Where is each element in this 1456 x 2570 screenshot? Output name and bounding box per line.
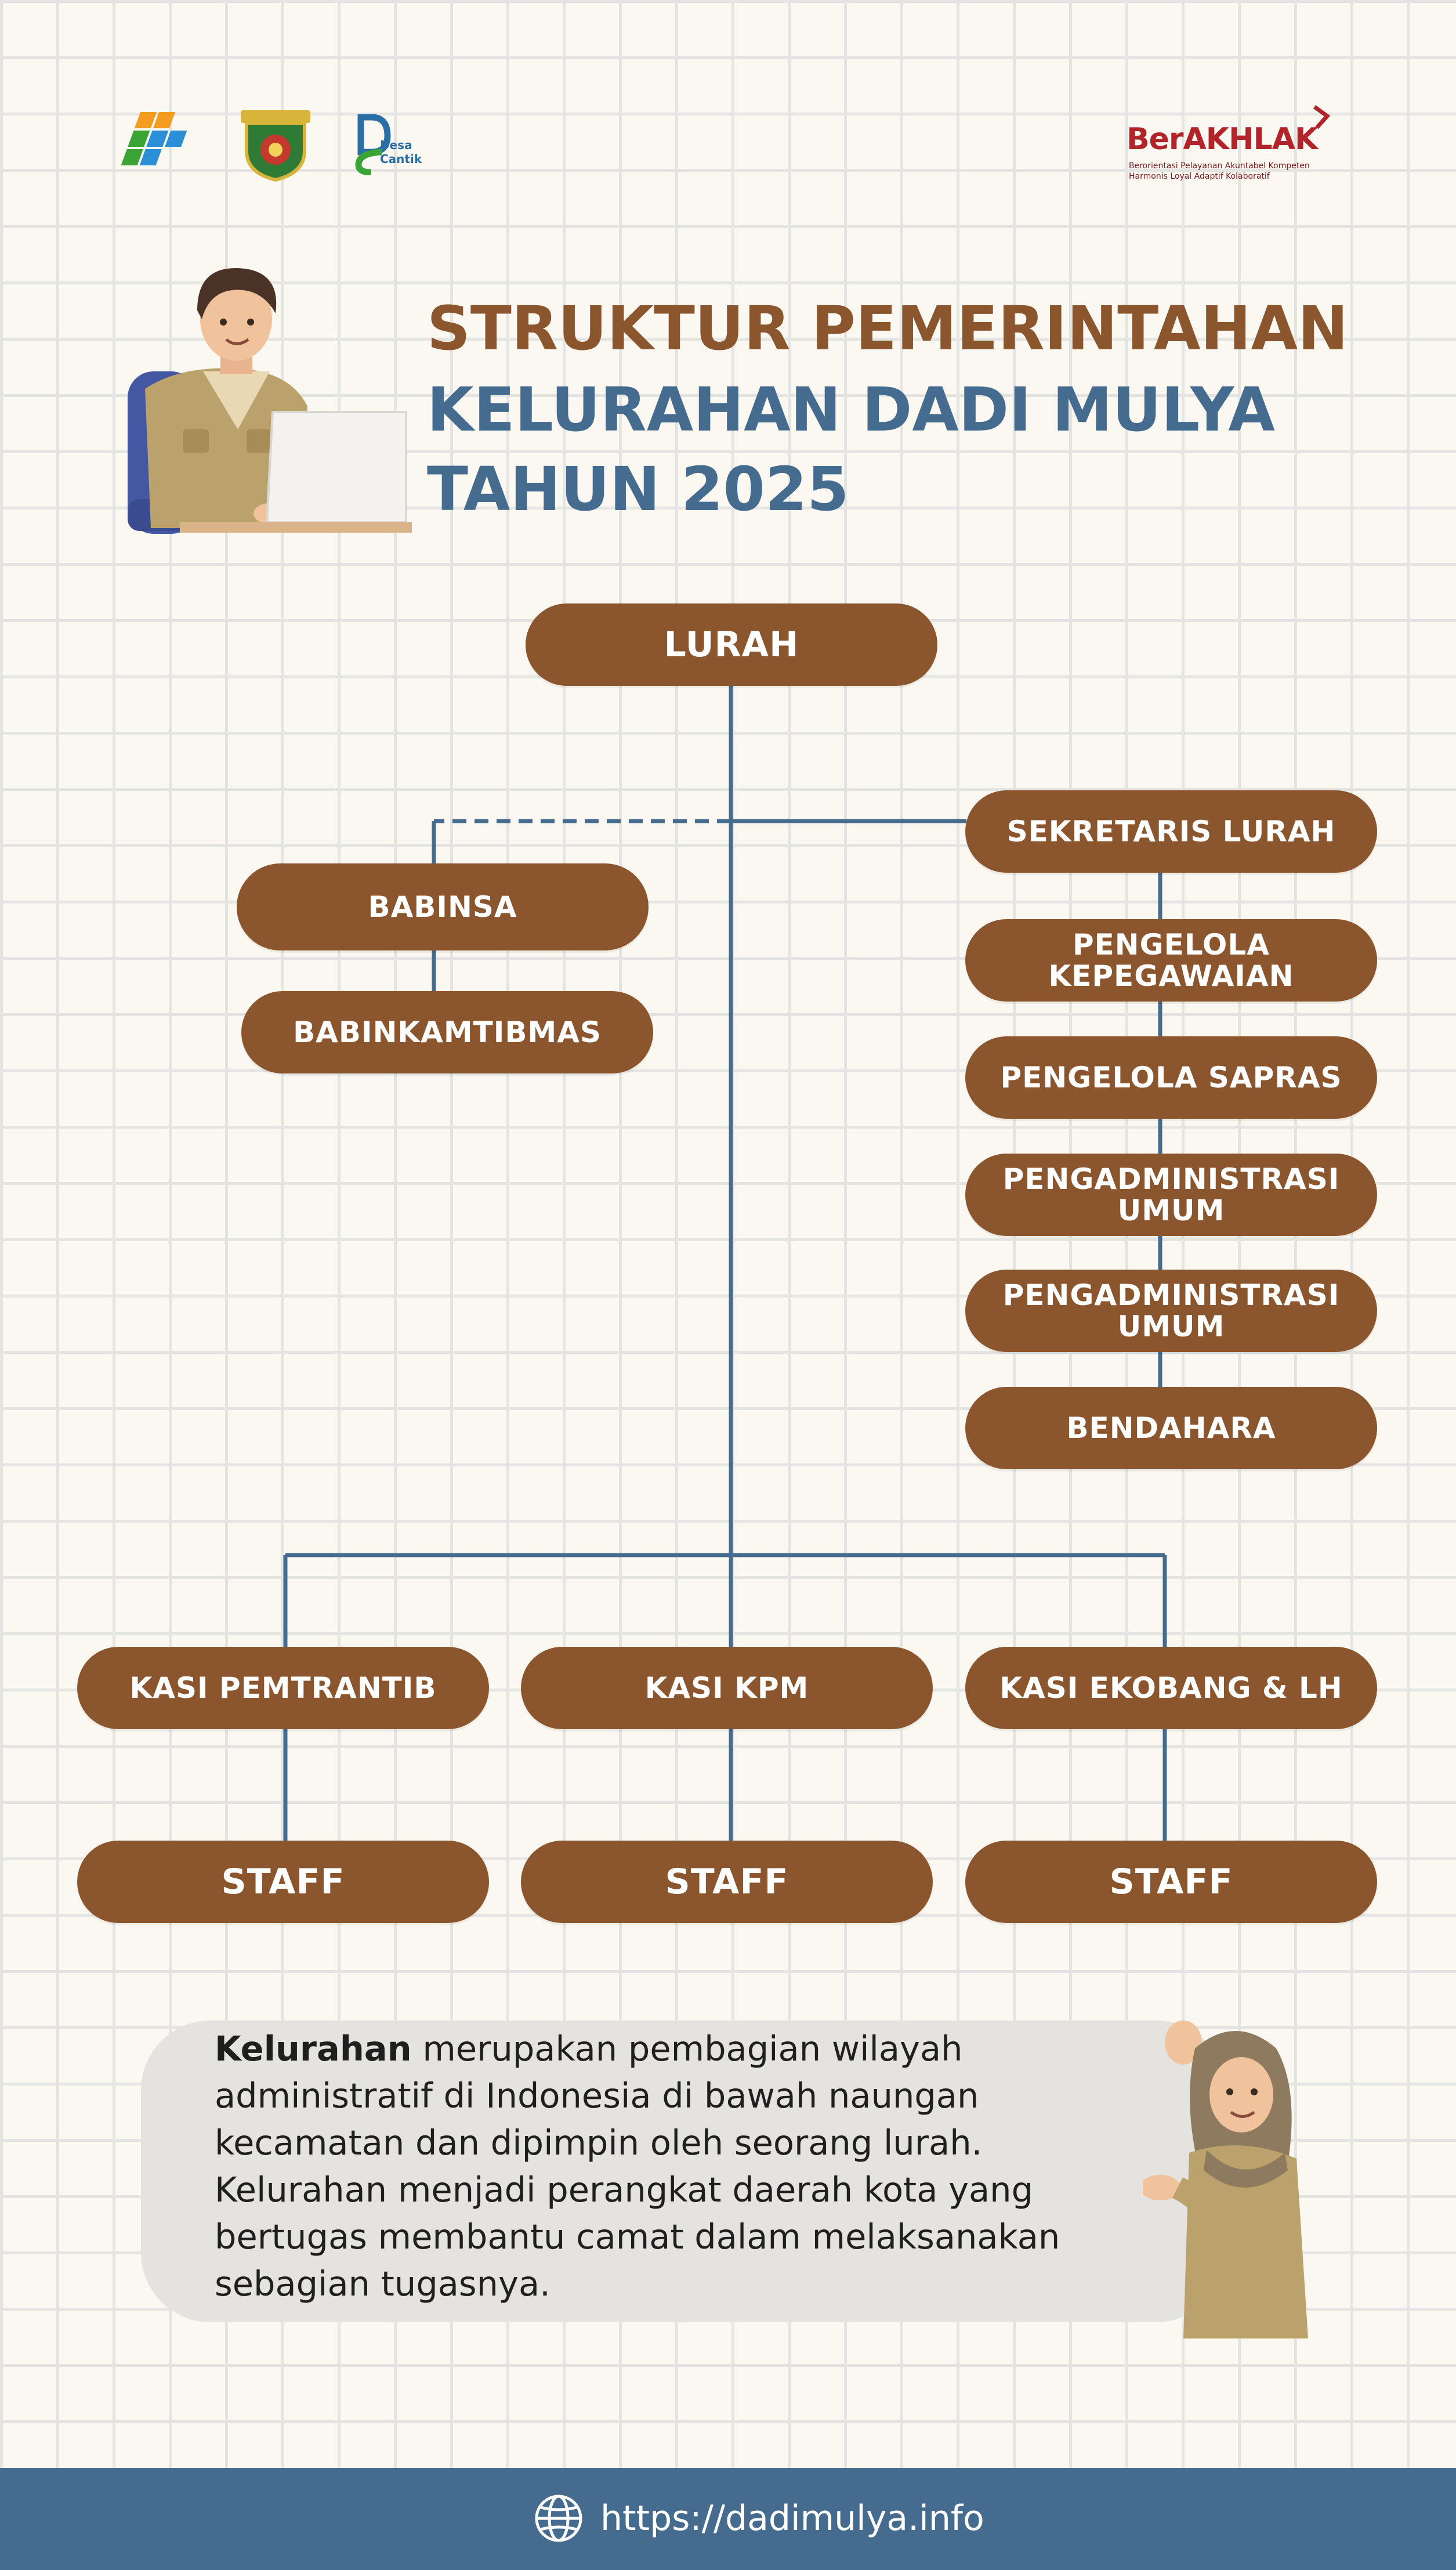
node-lurah: LURAH [526,603,937,686]
node-staff-ekobang-label: STAFF [1109,1861,1233,1902]
node-staff-kpm-label: STAFF [665,1861,789,1902]
berakhlak-subtitle-2: Harmonis Loyal Adaptif Kolaboratif [1129,172,1270,181]
node-kasi-ekobang-lh-label: KASI EKOBANG & LH [999,1671,1343,1705]
female-official-illustration [1143,2020,1308,2338]
node-babinkamtibmas: BABINKAMTIBMAS [241,991,653,1073]
node-staff-kpm: STAFF [521,1841,933,1923]
berakhlak-subtitle-1: Berorientasi Pelayanan Akuntabel Kompete… [1129,161,1310,171]
globe-icon [535,2495,582,2542]
desa-cantik-label-2: Cantik [380,152,422,166]
node-pengelola-kepegawaian-label-1: PENGELOLA [1073,928,1270,962]
node-babinkamtibmas-label: BABINKAMTIBMAS [293,1015,602,1049]
info-text: Kelurahan merupakan pembagian wilayah ad… [215,2025,1154,2307]
page-title-line-3: TAHUN 2025 [427,454,849,525]
node-pengadministrasi-umum-1: PENGADMINISTRASI UMUM [965,1154,1377,1236]
node-kasi-ekobang-lh: KASI EKOBANG & LH [965,1647,1377,1729]
footer-url-link[interactable]: https://dadimulya.info [600,2498,984,2539]
node-staff-pemtrantib: STAFF [77,1841,489,1923]
node-pengadministrasi-umum-2: PENGADMINISTRASI UMUM [965,1270,1377,1352]
node-bendahara: BENDAHARA [965,1387,1377,1469]
node-pengelola-kepegawaian: PENGELOLA KEPEGAWAIAN [965,919,1377,1002]
desa-cantik-icon [355,114,391,175]
info-text-lead: Kelurahan [215,2029,412,2069]
page-title-line-2: KELURAHAN DADI MULYA [427,374,1275,445]
page-title-line-1: STRUKTUR PEMERINTAHAN [427,293,1349,364]
node-babinsa-label: BABINSA [368,890,517,924]
male-official-illustration [128,268,412,534]
node-staff-ekobang: STAFF [965,1841,1377,1923]
node-pengelola-sapras: PENGELOLA SAPRAS [965,1036,1377,1119]
node-sekretaris-lurah: SEKRETARIS LURAH [965,790,1377,873]
node-pengelola-sapras-label: PENGELOLA SAPRAS [1000,1061,1342,1094]
desa-cantik-label-1: Desa [380,138,412,152]
chevron-right-icon [1313,105,1331,129]
node-pengadministrasi-umum-2-label-1: PENGADMINISTRASI [1002,1278,1340,1312]
node-pengadministrasi-umum-2-label-2: UMUM [1117,1310,1225,1343]
node-babinsa: BABINSA [237,863,649,950]
regional-coat-of-arms [241,110,310,182]
bps-logo [121,112,187,165]
node-sekretaris-lurah-label: SEKRETARIS LURAH [1006,815,1336,848]
node-pengadministrasi-umum-1-label-1: PENGADMINISTRASI [1002,1162,1340,1196]
info-box [141,2020,1226,2322]
node-kasi-kpm: KASI KPM [521,1647,933,1729]
footer-bar [0,2468,1456,2570]
node-lurah-label: LURAH [664,624,799,665]
node-staff-pemtrantib-label: STAFF [221,1861,345,1902]
node-bendahara-label: BENDAHARA [1066,1411,1276,1445]
node-kasi-pemtrantib: KASI PEMTRANTIB [77,1647,489,1729]
node-pengadministrasi-umum-1-label-2: UMUM [1117,1194,1225,1227]
node-pengelola-kepegawaian-label-2: KEPEGAWAIAN [1048,959,1294,993]
info-text-body: merupakan pembagian wilayah administrati… [215,2029,1060,2304]
berakhlak-logo-text: BerAKHLAK [1127,122,1318,157]
node-kasi-kpm-label: KASI KPM [644,1671,809,1705]
node-kasi-pemtrantib-label: KASI PEMTRANTIB [129,1671,437,1705]
